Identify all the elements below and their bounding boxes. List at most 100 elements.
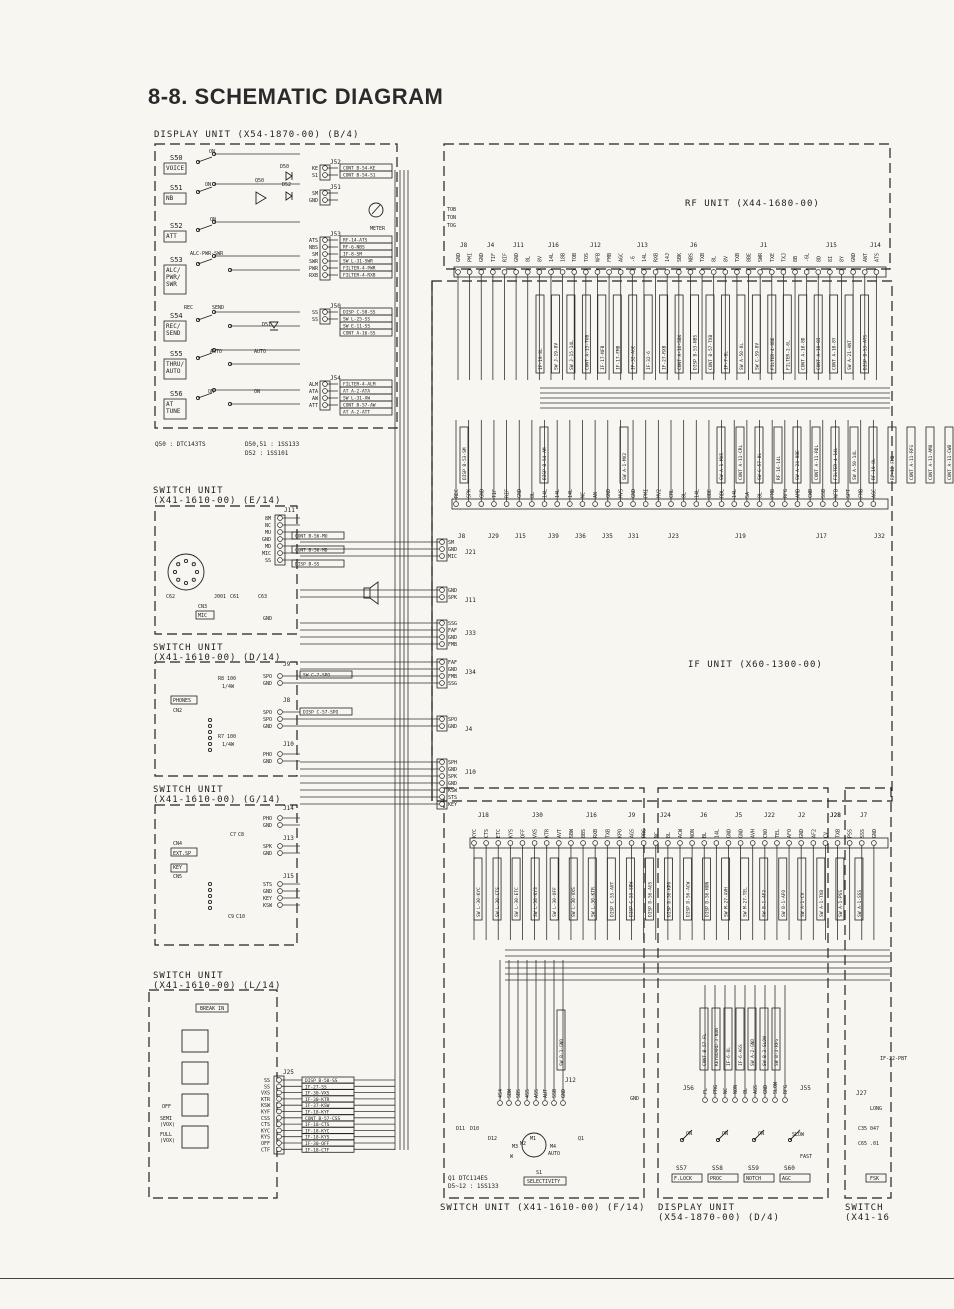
rf-pin-label: 14L <box>642 253 648 262</box>
wire-label-box <box>530 857 540 921</box>
if-bottom-pin-label: KPO <box>617 829 623 838</box>
if-top-wire-label: SW A-50-14L <box>852 450 858 480</box>
right-part: IF-22-PBT <box>880 1056 907 1062</box>
sw-d14-pin-label: GND <box>263 681 272 687</box>
rf-pin <box>466 269 473 275</box>
connector-body <box>319 189 331 206</box>
connector-body <box>319 164 331 181</box>
rf-pin <box>850 269 856 275</box>
phone-jack-contact <box>207 735 213 741</box>
if-bottom-pin-label: PSS <box>848 829 854 838</box>
wire-label-box <box>556 1009 566 1071</box>
page-title: 8-8. SCHEMATIC DIAGRAM <box>148 84 444 109</box>
display-text: METER <box>370 226 386 232</box>
if-bottom-connector-id: J6 <box>700 812 708 819</box>
rf-pin <box>548 269 554 275</box>
if-bottom-pin <box>677 840 683 846</box>
sw-l14-wire-label: IF-18-KYF <box>305 1110 330 1116</box>
sw-f14-pin <box>542 1100 548 1106</box>
if-bottom-pin-label: SBW <box>569 828 575 838</box>
mic-pin <box>176 577 181 582</box>
wire-label: CONT B-54-KE <box>343 166 376 172</box>
rf-wire-label: IF-17-FMB <box>615 345 621 370</box>
wire-label-box <box>754 426 764 484</box>
if-top-pin-label: 14L <box>568 489 574 498</box>
if-bottom-wire-label: SW A-1-PSS <box>838 890 844 917</box>
phone-jack-contact <box>207 717 213 723</box>
connector-id-j54: J54 <box>330 375 341 382</box>
switch-contact <box>211 387 217 393</box>
if-bottom-connector-id: J18 <box>478 812 489 819</box>
if-bottom-pin-label: 14L <box>714 829 720 838</box>
sw-l14-wire-label: IF-27-SS <box>305 1084 327 1090</box>
right-connector-id: J27 <box>856 1090 867 1097</box>
slide-switch <box>181 1061 209 1085</box>
rf-unit-label: RF UNIT (X44-1680-00) <box>685 199 820 209</box>
if-bottom-wire-label: SW M-27-AVH <box>724 887 730 917</box>
rf-pin-label: TOS <box>584 253 590 262</box>
sw-g14-part: C10 <box>236 914 245 920</box>
sw-l14-wire-label: IF-30-VXS <box>305 1091 330 1097</box>
disp-d4-switch-id: S58 <box>712 1165 723 1172</box>
rf-pin <box>490 269 496 275</box>
rf-pin-label: GND <box>514 253 520 262</box>
if-bottom-pin <box>786 840 792 846</box>
if-top-pin <box>794 501 801 507</box>
connector-pin-label: NBS <box>309 245 318 251</box>
rf-pin <box>606 269 612 275</box>
if-top-pin <box>491 501 497 507</box>
if-top-pin-label: AGC <box>871 489 877 498</box>
sw-d14-pin-label: SPO <box>263 717 272 723</box>
sw-e14-pin <box>277 515 283 521</box>
wire-label-box <box>759 857 769 921</box>
sw-g14-connector-id: J13 <box>283 835 294 842</box>
wire-label-box <box>291 545 345 554</box>
if-bottom-pin <box>762 840 768 846</box>
sw-g14-pin <box>277 895 283 901</box>
wire-label-box <box>835 857 845 921</box>
if-left-pin <box>439 641 445 647</box>
rf-pin-label: 14J <box>665 253 671 262</box>
wire-label-box <box>674 294 684 374</box>
sw-l14-pin <box>276 1102 282 1108</box>
if-unit-label: IF UNIT (X60-1300-00) <box>688 660 823 670</box>
wire-label: IF-8-SM <box>343 252 362 258</box>
if-top-pin <box>655 501 662 507</box>
display-text: AUTO <box>254 349 266 355</box>
rf-wire-label: SW J-19-8V <box>553 343 559 370</box>
sw-d14-connector-id: J9 <box>283 661 291 668</box>
switch-label-box <box>707 1173 739 1183</box>
rf-connector-id: J1 <box>760 242 768 249</box>
sw-e14-part: CN3 <box>198 604 207 610</box>
wire-label: CONT B-57-AW <box>343 403 376 409</box>
rf-pin-label: 8D <box>816 256 822 262</box>
if-top-pin <box>642 501 649 507</box>
sw-f14-part: S1 <box>536 1170 542 1176</box>
if-left-pin-label: GND <box>448 547 457 553</box>
sw-e14-part: C61 <box>230 594 239 600</box>
rf-connector-id: J14 <box>870 242 881 249</box>
wire-label-box <box>736 294 746 374</box>
sw-e14-pin-label: NC <box>265 523 271 529</box>
if-bottom-wire-label: SW M-27-TEL <box>743 887 749 917</box>
sw-f14-part: M1 <box>530 1136 536 1142</box>
if-top-pin <box>516 501 522 507</box>
rf-pin <box>513 269 519 275</box>
sw-l14-pin <box>276 1115 282 1121</box>
if-bottom-pin-label: SSS <box>860 829 866 838</box>
wire-label-box <box>291 559 345 568</box>
if-top-pin-label: CWB <box>808 489 814 498</box>
if-bottom-wire-label: DISP C-55-SBW <box>628 881 634 917</box>
if-top-pin-label: TIF <box>492 489 498 498</box>
if-top-connector-id: J15 <box>515 533 526 540</box>
sw-e14-part: C62 <box>166 594 175 600</box>
wire-label-box <box>702 857 711 921</box>
switch-label-s53: PWR/ <box>166 274 181 281</box>
if-bottom-pin <box>507 840 514 846</box>
wire-label-box <box>473 857 483 921</box>
disp-d4-pin-label: AGS <box>753 1085 759 1094</box>
sw-l14-text: OFF <box>162 1104 171 1110</box>
if-top-pin <box>567 501 573 507</box>
switch-label-s55: AUTO <box>166 368 181 375</box>
if-bottom-pin <box>604 840 611 846</box>
